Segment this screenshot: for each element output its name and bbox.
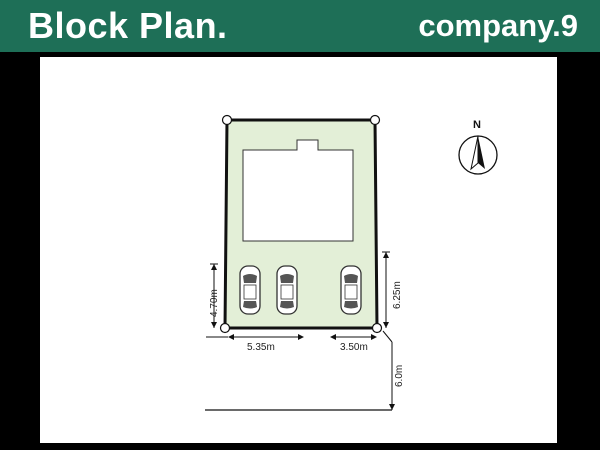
plan-panel: 4.70m 6.25m 5.35m 3.50m xyxy=(40,57,557,443)
frontage-left-dimension: 5.35m xyxy=(206,334,304,353)
left-depth-dimension: 4.70m xyxy=(209,263,220,328)
corner-marker xyxy=(371,322,383,334)
north-label: N xyxy=(473,119,481,131)
block-plan-diagram: 4.70m 6.25m 5.35m 3.50m xyxy=(205,114,498,411)
car-icon xyxy=(340,265,362,315)
header-bar: Block Plan. company.9 xyxy=(0,0,600,52)
frontage-right-dimension: 3.50m xyxy=(330,334,377,353)
company-name: company.9 xyxy=(418,8,578,43)
corner-marker xyxy=(369,114,381,126)
right-depth-label: 6.25m xyxy=(392,281,403,309)
road-width-label: 6.0m xyxy=(394,365,405,387)
left-depth-label: 4.70m xyxy=(209,289,220,317)
frontage-right-label: 3.50m xyxy=(340,342,368,353)
page-title: Block Plan. xyxy=(28,5,228,46)
corner-marker xyxy=(221,114,233,126)
building-footprint xyxy=(242,139,354,242)
right-depth-dimension: 6.25m xyxy=(382,251,403,328)
corner-marker xyxy=(219,322,231,334)
car-icon xyxy=(276,265,298,315)
car-icon xyxy=(239,265,261,315)
frontage-left-label: 5.35m xyxy=(247,342,275,353)
road-width-dimension: 6.0m xyxy=(205,330,405,411)
north-arrow-icon: N xyxy=(458,119,498,175)
